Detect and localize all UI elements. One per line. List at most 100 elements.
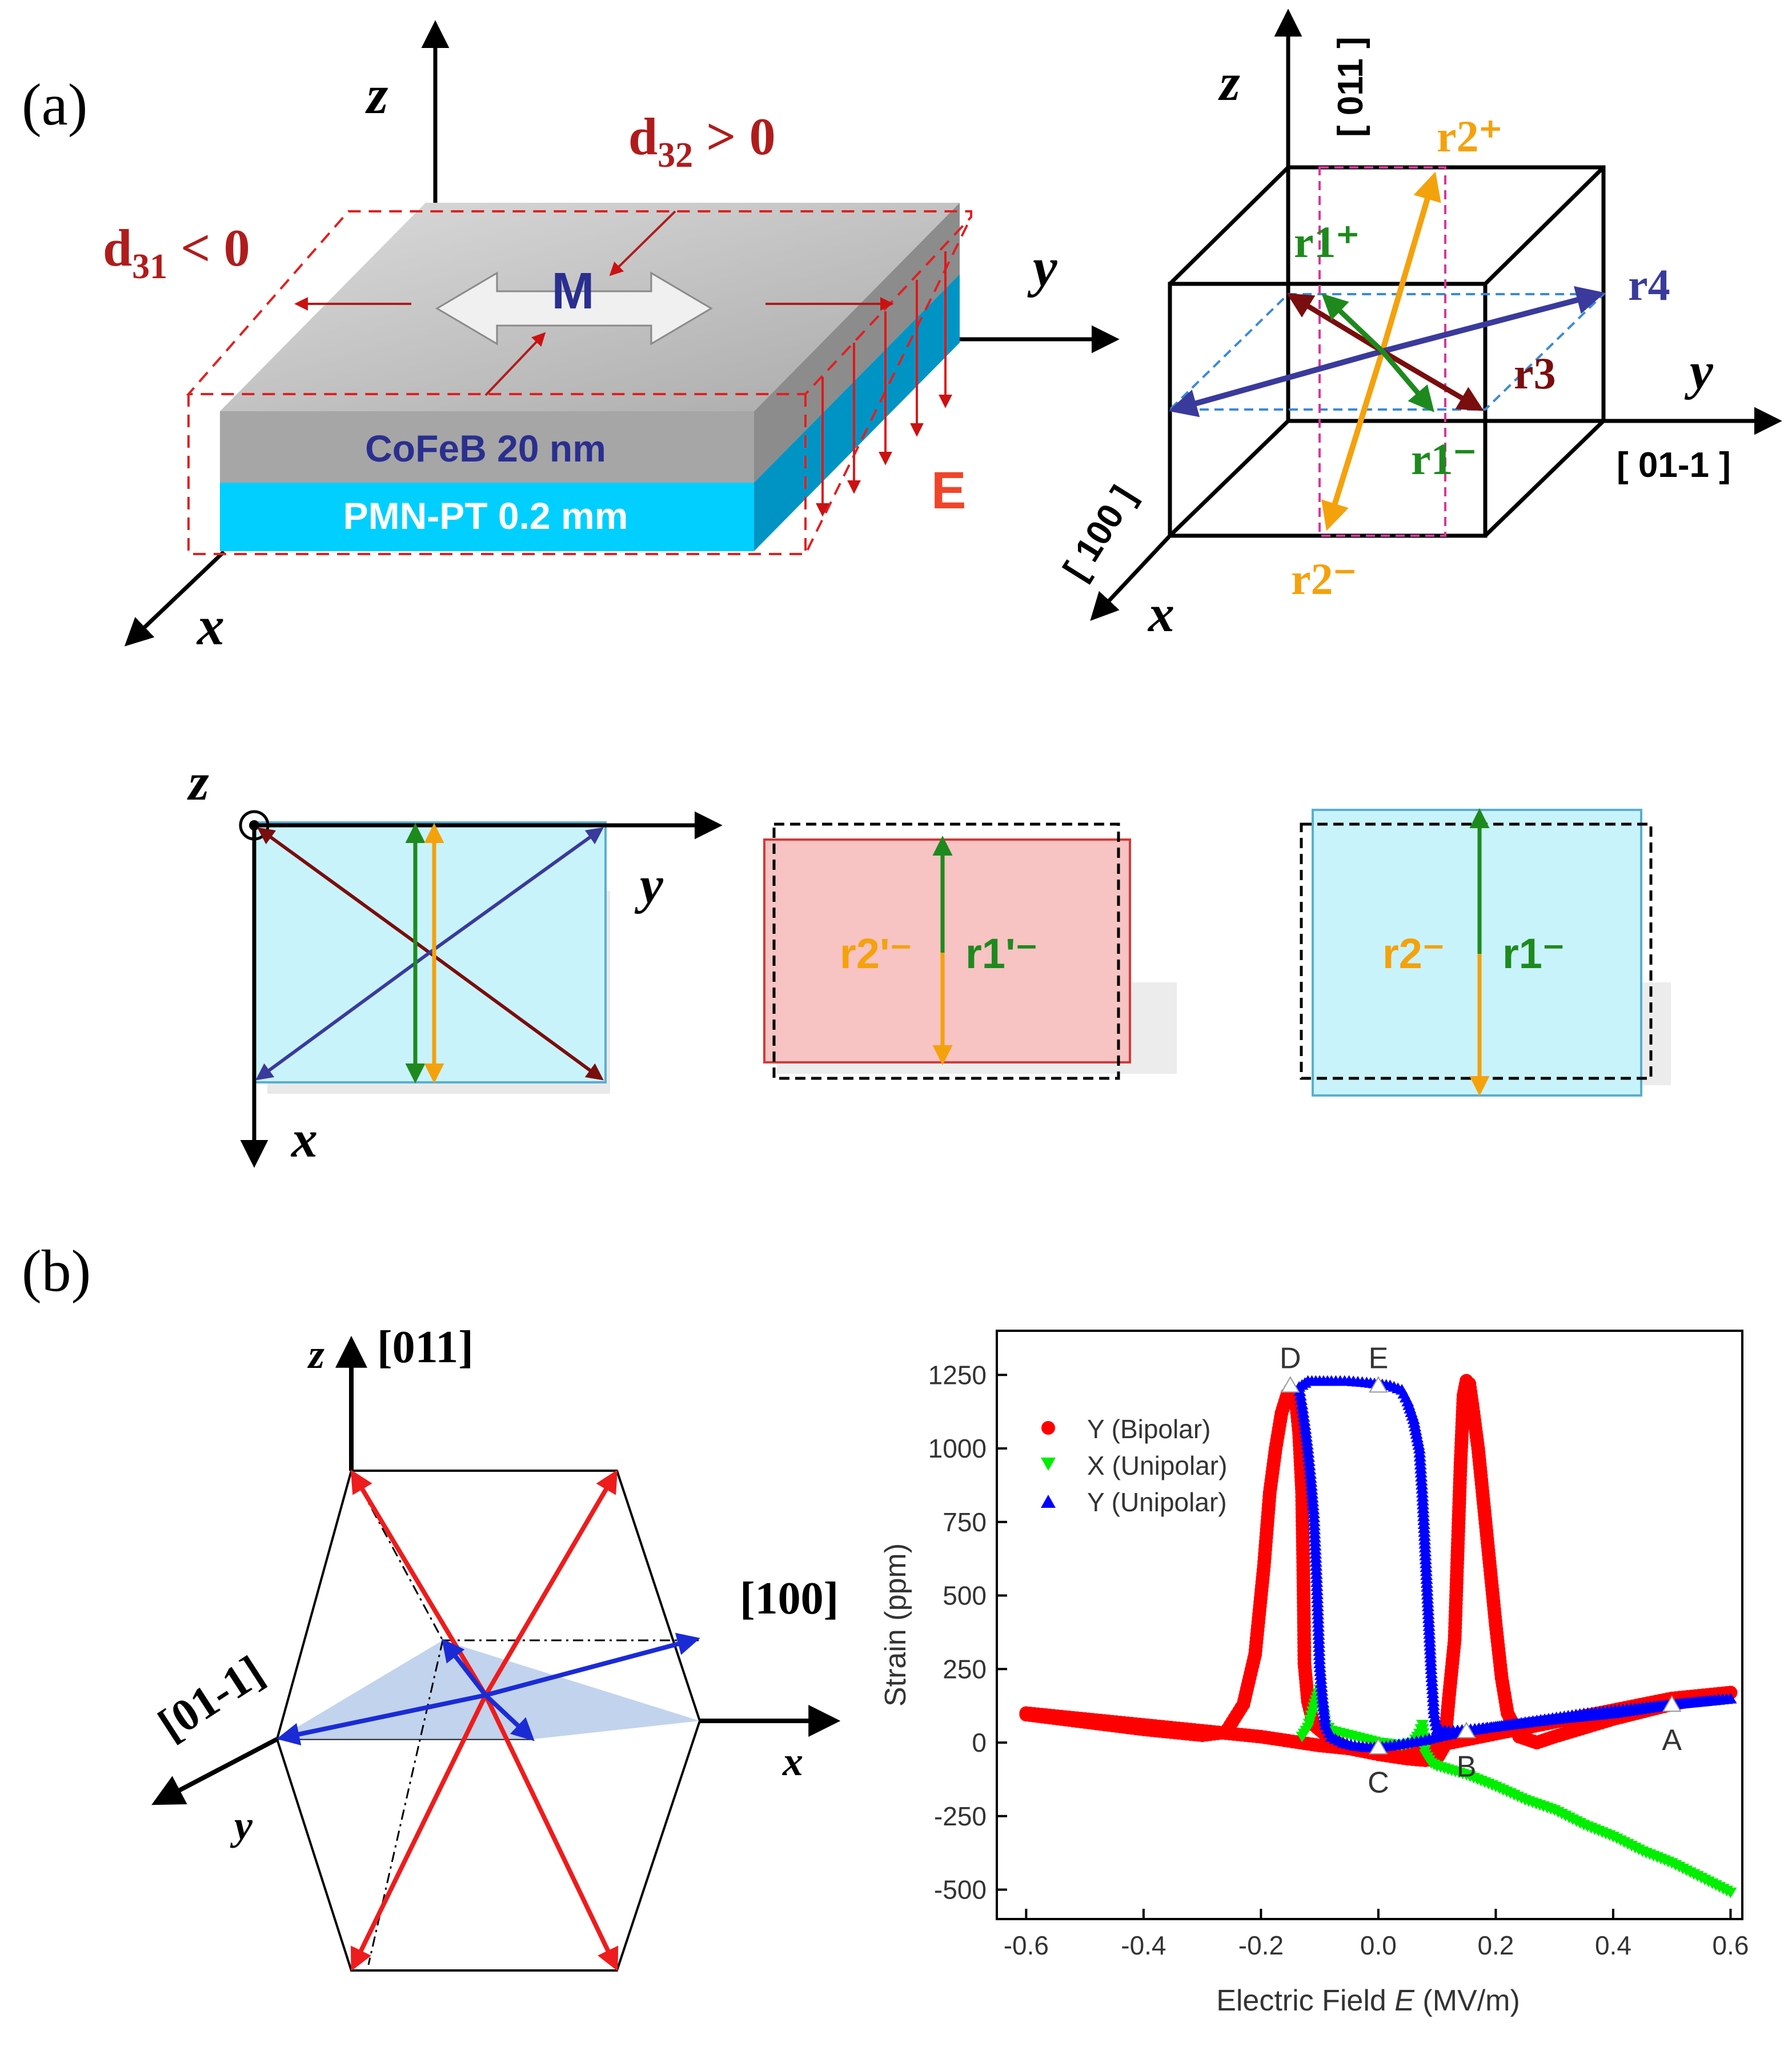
d31-main: d [103, 219, 132, 277]
cube-dir-01m1: [ 01-1 ] [1617, 445, 1731, 485]
point-label: C [1368, 1767, 1389, 1800]
proj-mid-r1: r1'⁻ [965, 930, 1038, 977]
y-tick-label: 500 [943, 1581, 987, 1611]
xlabel-var: E [1394, 1984, 1415, 2017]
legend-label-y-unipolar: Y (Unipolar) [1087, 1487, 1227, 1517]
xlabel-main: Electric Field [1216, 1984, 1394, 2017]
proj-left-diag-dkred-1 [257, 827, 431, 954]
point-marker [1662, 1695, 1682, 1712]
chart-y-axis-title: Strain (ppm) [879, 1543, 912, 1707]
hex-y-label: y [230, 1803, 253, 1848]
hex-blue-diagonals [276, 1632, 700, 1746]
x-tick-label: 0.6 [1712, 1930, 1749, 1960]
hex-dir-100: [100] [740, 1574, 839, 1624]
d32-main: d [628, 107, 658, 166]
polarization-cube-diagram: z [ 011 ] y [ 01-1 ] x [ 100 ] r2⁺ r2⁻ [1056, 9, 1782, 643]
d31-sub: 31 [132, 247, 167, 286]
pmnpt-layer-label: PMN-PT 0.2 mm [343, 495, 628, 537]
hex-x-label: x [782, 1739, 803, 1784]
d32-sub: 32 [658, 136, 693, 175]
stack-z-label: z [365, 64, 388, 125]
projection-views: z y x r2'⁻ r1'⁻ r2⁻ r1⁻ [187, 753, 1671, 1168]
cofeb-layer-label: CoFeB 20 nm [365, 427, 606, 469]
data-point [1295, 1394, 1308, 1405]
chart-plot-frame [996, 1330, 1743, 1920]
x-tick-label: 0.0 [1360, 1930, 1397, 1960]
hex-y-axis [151, 1737, 278, 1805]
r2-arrow-minus [1321, 350, 1385, 531]
hex-z-label: z [307, 1331, 324, 1377]
chart-series-layer [1019, 1374, 1738, 1899]
efield-label: E [931, 461, 966, 520]
data-point [1293, 1385, 1306, 1396]
proj-z-label: z [187, 753, 209, 811]
r4-arrow-minus [1168, 348, 1384, 418]
legend-marker-x-unipolar [1041, 1458, 1056, 1471]
y-tick-label: 0 [972, 1728, 987, 1757]
legend-label-y-bipolar: Y (Bipolar) [1087, 1414, 1210, 1444]
y-tick-label: 1250 [928, 1360, 987, 1390]
data-point [1019, 1706, 1033, 1720]
hex-dashdot-1 [350, 1470, 444, 1641]
r3-arrow-plus [1381, 349, 1484, 411]
cube-edges [1168, 165, 1606, 538]
projection-middle-square [763, 838, 1131, 1063]
y-tick-label: 1000 [928, 1434, 987, 1463]
data-point [1294, 1390, 1307, 1401]
point-label: B [1457, 1750, 1477, 1783]
cofeb-front-face [220, 411, 754, 483]
d32-arrow-bottom [484, 332, 546, 396]
efield-arrows [816, 251, 952, 517]
cube-r1-minus: r1⁻ [1411, 434, 1477, 484]
xlabel-unit: (MV/m) [1414, 1984, 1520, 2017]
pmnpt-front-face [220, 483, 754, 551]
magnetization-label: M [552, 263, 595, 320]
proj-right-r2: r2⁻ [1382, 930, 1445, 977]
d32-label: d32 > 0 [628, 107, 776, 175]
cube-dir-100: [ 100 ] [1056, 479, 1143, 587]
x-tick-label: 0.2 [1477, 1930, 1514, 1960]
cube-midplane-diagonal [1318, 166, 1446, 537]
point-label: E [1369, 1342, 1389, 1375]
cube-z-label: z [1218, 53, 1240, 111]
y-tick-label: -250 [934, 1801, 987, 1831]
r2-arrow-plus [1380, 171, 1441, 352]
strain-box-dashed [186, 210, 972, 555]
cube-x-axis [1090, 534, 1172, 621]
data-point [1724, 1887, 1737, 1899]
d31-rel: < 0 [167, 219, 250, 277]
x-tick-label: -0.2 [1238, 1930, 1284, 1960]
proj-mid-r2: r2'⁻ [840, 930, 912, 977]
point-label: D [1280, 1342, 1301, 1375]
proj-left-diag-dkred-2 [428, 951, 604, 1081]
r3-arrow-minus [1286, 293, 1384, 354]
d32-rel: > 0 [693, 107, 775, 166]
point-marker [1457, 1721, 1476, 1739]
legend-marker-y-bipolar [1041, 1421, 1055, 1435]
cube-dir-011: [ 011 ] [1331, 37, 1370, 137]
y-tick-label: 250 [943, 1654, 987, 1684]
stack-x-label: x [196, 595, 224, 656]
series-y-unipolar- [1293, 1375, 1737, 1752]
projection-right-square [1312, 809, 1642, 1097]
cube-r2-minus: r2⁻ [1291, 554, 1357, 604]
legend-label-x-unipolar: X (Unipolar) [1087, 1451, 1227, 1480]
d31-label: d31 < 0 [103, 219, 250, 286]
r1-arrow-plus [1321, 293, 1385, 354]
y-tick-label: 750 [943, 1507, 987, 1537]
cube-r1-plus: r1⁺ [1294, 217, 1360, 267]
cube-r3: r3 [1514, 348, 1556, 398]
projection-right-dashed [1300, 822, 1653, 1080]
layer-stack-diagram: z y x M d32 > 0 d31 < 0 CoFeB 20 nm [103, 20, 1120, 656]
chart-legend: Y (Bipolar) X (Unipolar) Y (Unipolar) [1041, 1414, 1227, 1517]
proj-y-label: y [634, 856, 664, 914]
point-marker [1369, 1376, 1388, 1393]
d32-arrow-top [609, 210, 676, 276]
panel-b-label: (b) [22, 1238, 91, 1304]
x-tick-label: -0.4 [1121, 1930, 1166, 1960]
